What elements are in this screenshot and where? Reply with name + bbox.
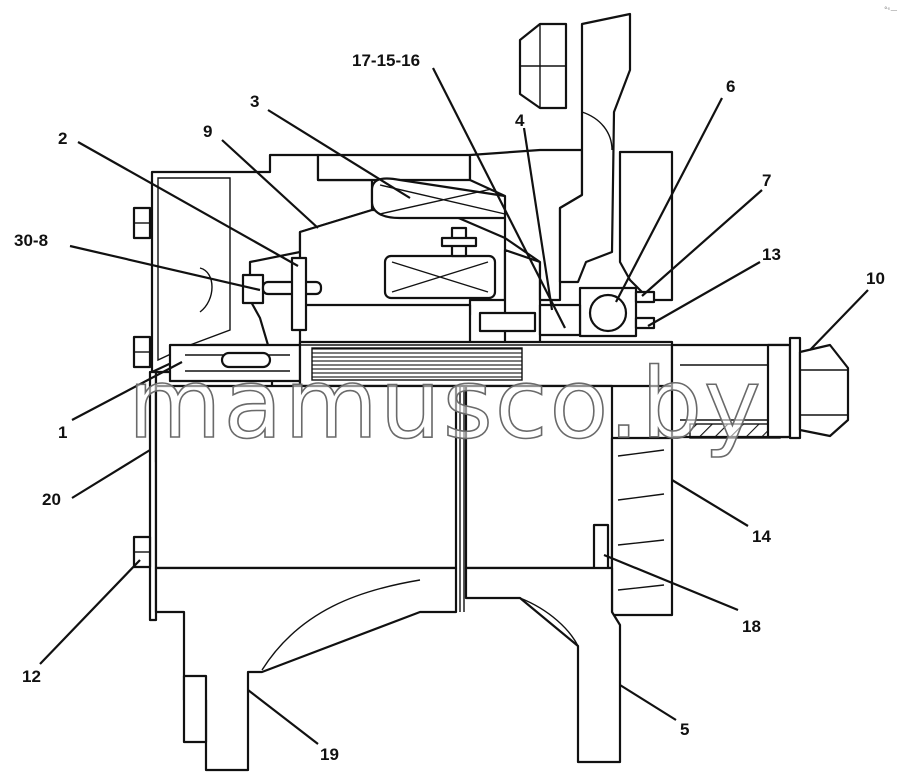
mounting-foot-5 — [464, 566, 622, 764]
rear-bolt-top — [132, 206, 152, 240]
rear-bearing-30-8 — [241, 256, 323, 332]
callout-19: 19 — [320, 745, 339, 764]
callout-4: 4 — [515, 111, 525, 130]
callout-3: 3 — [250, 92, 259, 111]
callout-2: 2 — [58, 129, 67, 148]
callout-14: 14 — [752, 527, 771, 546]
callout-17-15-16: 17-15-16 — [352, 51, 420, 70]
cooling-fan-14 — [610, 436, 674, 617]
callout-20: 20 — [42, 490, 61, 509]
callout-1: 1 — [58, 423, 67, 442]
callout-10: 10 — [866, 269, 885, 288]
watermark-text: mamusco.by — [128, 348, 763, 460]
leader-lines — [39, 67, 869, 745]
callout-5: 5 — [680, 720, 689, 739]
callout-18: 18 — [742, 617, 761, 636]
callout-30-8: 30-8 — [14, 231, 48, 250]
corner-mark: °ᵉ— — [884, 6, 897, 14]
rotor-winding-3 — [383, 226, 497, 300]
callout-labels: 17-15-16 3 9 2 30-8 4 6 7 13 10 1 20 14 … — [14, 51, 885, 764]
callout-13: 13 — [762, 245, 781, 264]
callout-7: 7 — [762, 171, 771, 190]
front-bearing-6 — [578, 286, 656, 338]
stator-housing-body — [154, 384, 614, 612]
callout-9: 9 — [203, 122, 212, 141]
rear-bolt-bottom-12 — [132, 535, 152, 569]
rotor-spacer-4 — [478, 303, 582, 337]
callout-6: 6 — [726, 77, 735, 96]
callout-12: 12 — [22, 667, 41, 686]
front-housing — [468, 12, 674, 302]
pulley-nut-10 — [788, 336, 850, 440]
mounting-foot-19 — [154, 566, 458, 772]
rear-bolt-middle — [132, 335, 152, 369]
